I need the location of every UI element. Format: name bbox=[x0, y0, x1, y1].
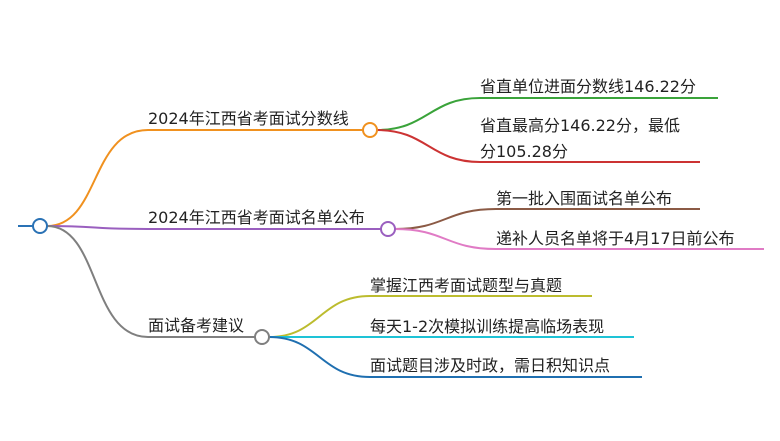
branch-node-2[interactable] bbox=[254, 329, 270, 345]
leaf-connector-1-0 bbox=[394, 208, 700, 230]
root-node[interactable] bbox=[32, 218, 48, 234]
branch-connector-2 bbox=[46, 225, 255, 338]
leaf-connector-0-0 bbox=[376, 97, 718, 131]
branch-label-prep-advice: 面试备考建议 bbox=[148, 316, 245, 335]
leaf-connector-1-1 bbox=[394, 228, 764, 250]
leaf-label-provincial-score: 省直单位进面分数线146.22分 bbox=[480, 77, 696, 96]
leaf-label-supplement-list: 递补人员名单将于4月17日前公布 bbox=[496, 229, 735, 248]
branch-label-list-published: 2024年江西省考面试名单公布 bbox=[148, 208, 365, 227]
leaf-label-first-batch: 第一批入围面试名单公布 bbox=[496, 189, 673, 208]
leaf-connector-2-0 bbox=[268, 295, 592, 338]
branch-node-1[interactable] bbox=[380, 221, 396, 237]
leaf-label-current-affairs: 面试题目涉及时政，需日积知识点 bbox=[370, 356, 611, 375]
leaf-connector-2-2 bbox=[268, 336, 642, 378]
leaf-label-highest-lowest: 省直最高分146.22分，最低分105.28分 bbox=[480, 116, 680, 161]
branch-connector-1 bbox=[46, 225, 381, 230]
branch-connector-0 bbox=[46, 129, 363, 227]
leaf-connector-0-1 bbox=[376, 129, 700, 163]
branch-label-score-line: 2024年江西省考面试分数线 bbox=[148, 109, 349, 128]
branch-node-0[interactable] bbox=[362, 122, 378, 138]
leaf-label-mock-training: 每天1-2次模拟训练提高临场表现 bbox=[370, 317, 605, 336]
leaf-label-question-types: 掌握江西考面试题型与真题 bbox=[370, 276, 563, 295]
